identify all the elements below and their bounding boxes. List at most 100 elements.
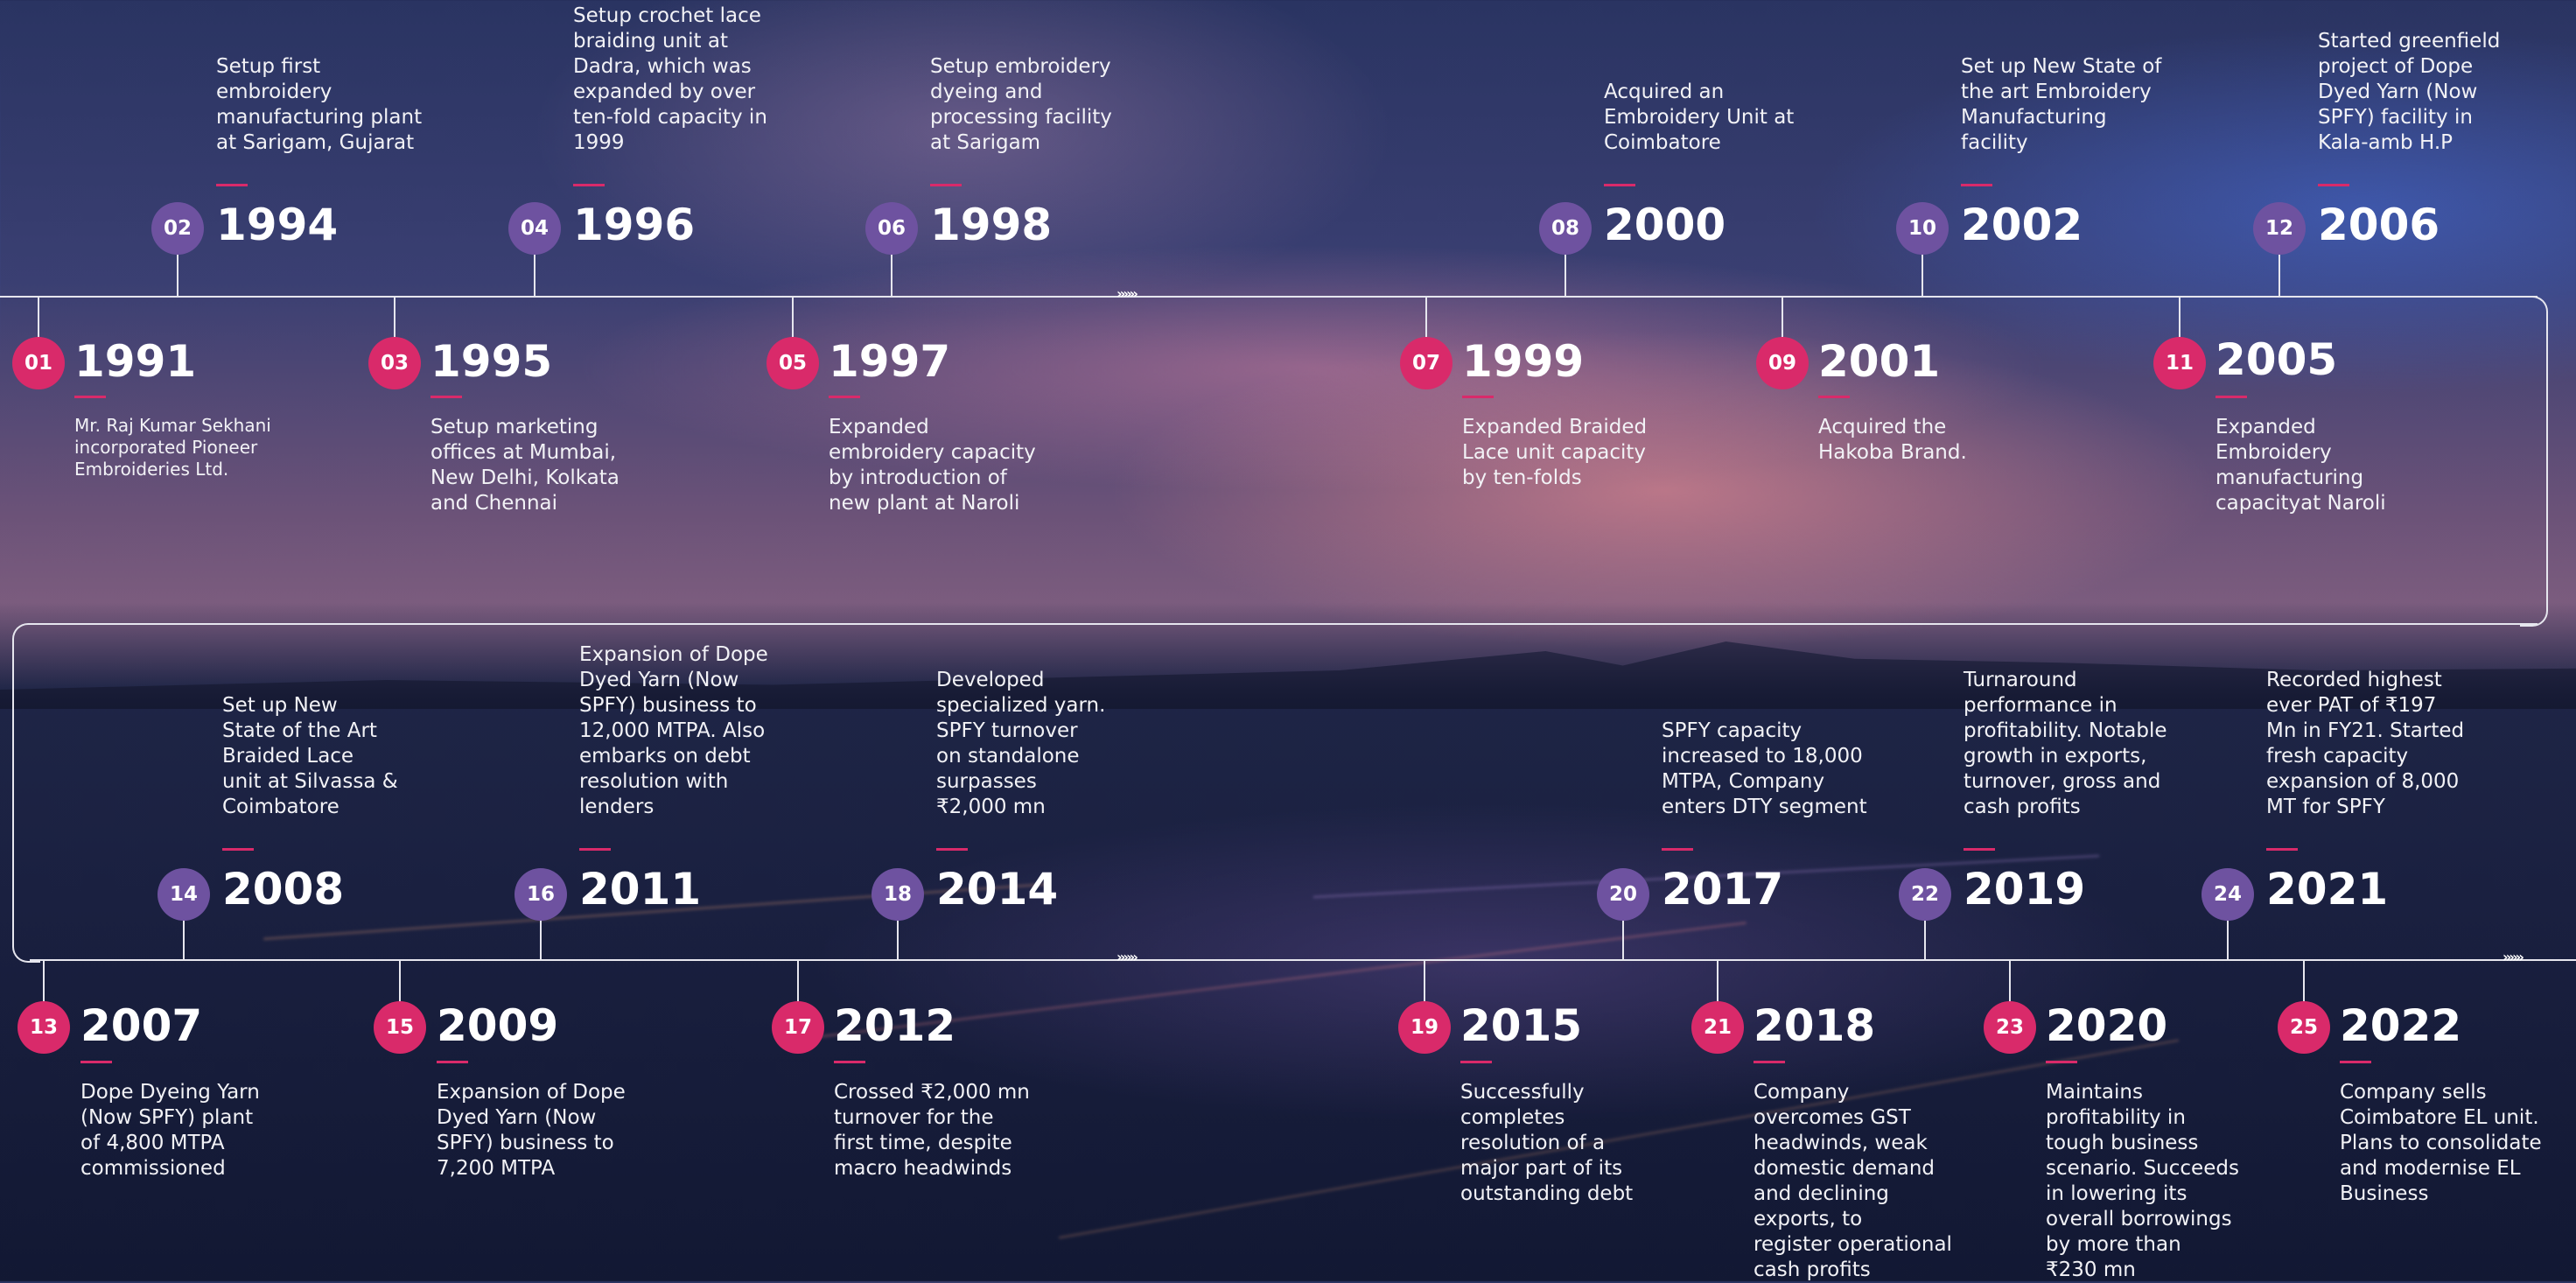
connector — [797, 961, 799, 1003]
event-description: Company sells Coimbatore EL unit. Plans … — [2340, 1081, 2542, 1205]
event-number: 13 — [18, 1001, 70, 1054]
event-number: 23 — [1984, 1001, 2036, 1054]
event-year: 2005 — [2216, 334, 2338, 385]
event-number: 08 — [1539, 202, 1592, 255]
event-description: SPFY capacity increased to 18,000 MTPA, … — [1662, 719, 1867, 818]
event-year: 2012 — [834, 1000, 956, 1051]
connector — [891, 254, 892, 296]
event-number: 19 — [1398, 1001, 1451, 1054]
event-number: 14 — [158, 868, 210, 921]
event-year: 2021 — [2266, 864, 2389, 915]
timeline-line-row1 — [0, 296, 2538, 298]
connector — [2278, 254, 2280, 296]
connector — [1782, 298, 1783, 340]
event-description: Setup marketing offices at Mumbai, New D… — [430, 416, 620, 515]
event-description: Expansion of Dope Dyed Yarn (Now SPFY) b… — [579, 643, 768, 818]
event-description: Maintains profitability in tough busines… — [2046, 1081, 2239, 1281]
event-year: 1991 — [74, 336, 197, 387]
event-description: Started greenfield project of Dope Dyed … — [2318, 30, 2501, 154]
event-number: 17 — [772, 1001, 824, 1054]
connector — [2009, 961, 2011, 1003]
accent-dash — [1754, 1061, 1785, 1063]
event-description: Mr. Raj Kumar Sekhani incorporated Pione… — [74, 415, 271, 480]
connector — [399, 961, 401, 1003]
event-number: 20 — [1597, 868, 1649, 921]
event-year: 1997 — [829, 336, 951, 387]
event-description: Acquired an Embroidery Unit at Coimbator… — [1604, 81, 1795, 154]
connector — [183, 919, 185, 959]
connector — [43, 961, 45, 1003]
event-number: 01 — [12, 337, 65, 389]
event-number: 04 — [508, 202, 561, 255]
event-description: Acquired the Hakoba Brand. — [1818, 416, 1967, 464]
event-description: Developed specialized yarn. SPFY turnove… — [936, 669, 1106, 818]
event-year: 2000 — [1604, 200, 1726, 250]
connector — [2303, 961, 2305, 1003]
arrow-icon: »»» — [1116, 285, 1138, 302]
event-year: 1995 — [430, 336, 553, 387]
event-year: 2015 — [1460, 1000, 1583, 1051]
connector — [1564, 254, 1566, 296]
event-description: Set up New State of the Art Braided Lace… — [222, 694, 398, 818]
event-description: Expanded Embroidery manufacturing capaci… — [2216, 416, 2386, 515]
event-year: 2009 — [437, 1000, 559, 1051]
accent-dash — [430, 396, 462, 398]
connector — [2179, 298, 2180, 340]
connector — [1717, 961, 1718, 1003]
event-description: Set up New State of the art Embroidery M… — [1961, 55, 2162, 154]
event-year: 2007 — [80, 1000, 203, 1051]
connector — [394, 298, 396, 340]
event-number: 06 — [865, 202, 918, 255]
event-year: 2008 — [222, 864, 345, 915]
event-year: 2001 — [1818, 336, 1941, 387]
accent-dash — [936, 848, 968, 851]
event-description: Crossed ₹2,000 mn turnover for the first… — [834, 1081, 1030, 1180]
event-year: 2019 — [1964, 864, 2086, 915]
event-description: Expansion of Dope Dyed Yarn (Now SPFY) b… — [437, 1081, 626, 1180]
connector — [792, 298, 794, 340]
accent-dash — [2046, 1061, 2077, 1063]
accent-dash — [2318, 184, 2349, 186]
accent-dash — [2266, 848, 2298, 851]
accent-dash — [1662, 848, 1693, 851]
event-description: Expanded embroidery capacity by introduc… — [829, 416, 1036, 515]
accent-dash — [2216, 396, 2247, 398]
event-number: 25 — [2278, 1001, 2330, 1054]
event-number: 02 — [151, 202, 204, 255]
event-number: 24 — [2202, 868, 2254, 921]
event-year: 1996 — [573, 200, 696, 250]
event-year: 2022 — [2340, 1000, 2462, 1051]
connector — [38, 298, 39, 340]
accent-dash — [1818, 396, 1850, 398]
event-number: 03 — [368, 337, 421, 389]
event-year: 1999 — [1462, 336, 1585, 387]
event-year: 1994 — [216, 200, 339, 250]
connector — [177, 254, 178, 296]
timeline-turn-left — [12, 623, 40, 963]
event-number: 18 — [872, 868, 924, 921]
event-number: 07 — [1400, 337, 1452, 389]
accent-dash — [1604, 184, 1635, 186]
event-year: 2020 — [2046, 1000, 2168, 1051]
event-year: 2011 — [579, 864, 702, 915]
connector — [1424, 961, 1425, 1003]
event-description: Expanded Braided Lace unit capacity by t… — [1462, 416, 1648, 489]
connector — [897, 919, 899, 959]
connector — [2227, 919, 2229, 959]
event-number: 21 — [1691, 1001, 1744, 1054]
connector — [1922, 254, 1923, 296]
accent-dash — [2340, 1061, 2371, 1063]
arrow-icon: »»» — [2502, 949, 2524, 965]
accent-dash — [74, 396, 106, 398]
accent-dash — [579, 848, 611, 851]
event-description: Setup embroidery dyeing and processing f… — [930, 55, 1112, 154]
accent-dash — [1961, 184, 1992, 186]
connector — [540, 919, 542, 959]
timeline-line-row2 — [30, 959, 2576, 961]
accent-dash — [829, 396, 860, 398]
event-number: 10 — [1896, 202, 1949, 255]
event-number: 15 — [374, 1001, 426, 1054]
accent-dash — [834, 1061, 865, 1063]
arrow-icon: »»» — [1116, 949, 1138, 965]
connector — [1924, 919, 1926, 959]
